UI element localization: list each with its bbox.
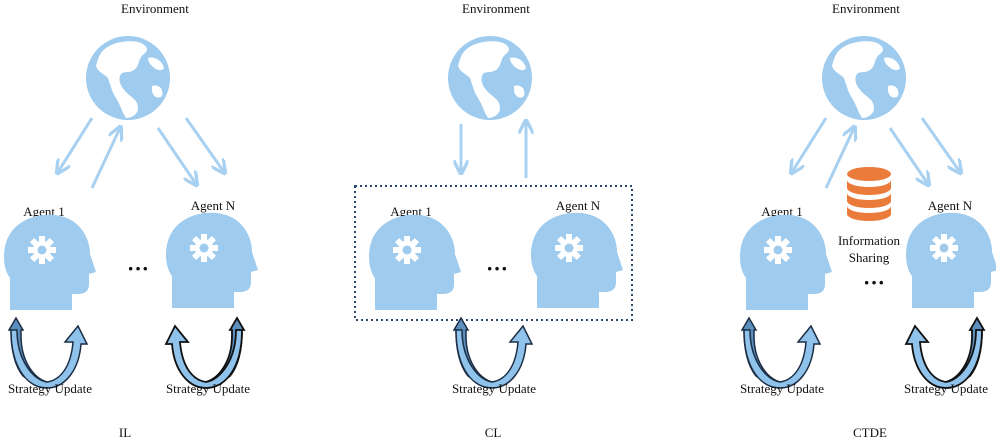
interaction-arrows — [58, 117, 224, 188]
strategy-update-label: Strategy Update — [452, 381, 536, 396]
agent-first-label: Agent 1 — [390, 204, 432, 219]
strategy-update-label: Strategy Update — [904, 381, 988, 396]
strategy-update-label: Strategy Update — [166, 381, 250, 396]
interaction-arrows — [461, 122, 526, 178]
environment-label: Environment — [462, 1, 530, 16]
panel-il: Environment Agent 1 Agent N ··· Strategy… — [4, 1, 258, 440]
interaction-arrows — [792, 117, 960, 188]
cycle-arrow-icon — [165, 317, 245, 389]
centralized-box — [354, 185, 633, 321]
ellipsis-icon: ··· — [486, 256, 508, 281]
cycle-arrow-icon — [453, 317, 533, 389]
sharing-label: Sharing — [849, 250, 890, 265]
head-gear-icon — [740, 215, 832, 310]
ellipsis-icon: ··· — [127, 256, 149, 281]
agent-last-label: Agent N — [928, 198, 973, 213]
head-gear-icon — [166, 213, 258, 308]
environment-label: Environment — [121, 1, 189, 16]
cycle-arrow-icon — [741, 317, 821, 389]
globe-icon — [86, 36, 170, 120]
head-gear-icon — [4, 215, 96, 310]
database-icon — [847, 167, 891, 221]
agent-last-label: Agent N — [556, 198, 601, 213]
agent-first-label: Agent 1 — [761, 204, 803, 219]
ellipsis-icon: ··· — [863, 270, 885, 295]
cycle-arrow-icon — [905, 317, 985, 389]
strategy-update-label: Strategy Update — [740, 381, 824, 396]
cycle-arrow-icon — [8, 317, 88, 389]
strategy-update-label: Strategy Update — [8, 381, 92, 396]
head-gear-icon — [906, 213, 996, 308]
globe-icon — [822, 36, 906, 120]
panel-ctde: Environment Agent 1 Agent N Information … — [740, 1, 996, 440]
environment-label: Environment — [832, 1, 900, 16]
agent-last-label: Agent N — [191, 198, 236, 213]
head-gear-icon — [531, 213, 623, 308]
panel-caption: IL — [119, 425, 131, 440]
information-label: Information — [838, 233, 901, 248]
panel-cl: Environment Agent 1 Agent N ··· Strategy… — [354, 1, 633, 440]
panel-caption: CTDE — [853, 425, 887, 440]
head-gear-icon — [369, 215, 461, 310]
panel-caption: CL — [485, 425, 502, 440]
globe-icon — [448, 36, 532, 120]
